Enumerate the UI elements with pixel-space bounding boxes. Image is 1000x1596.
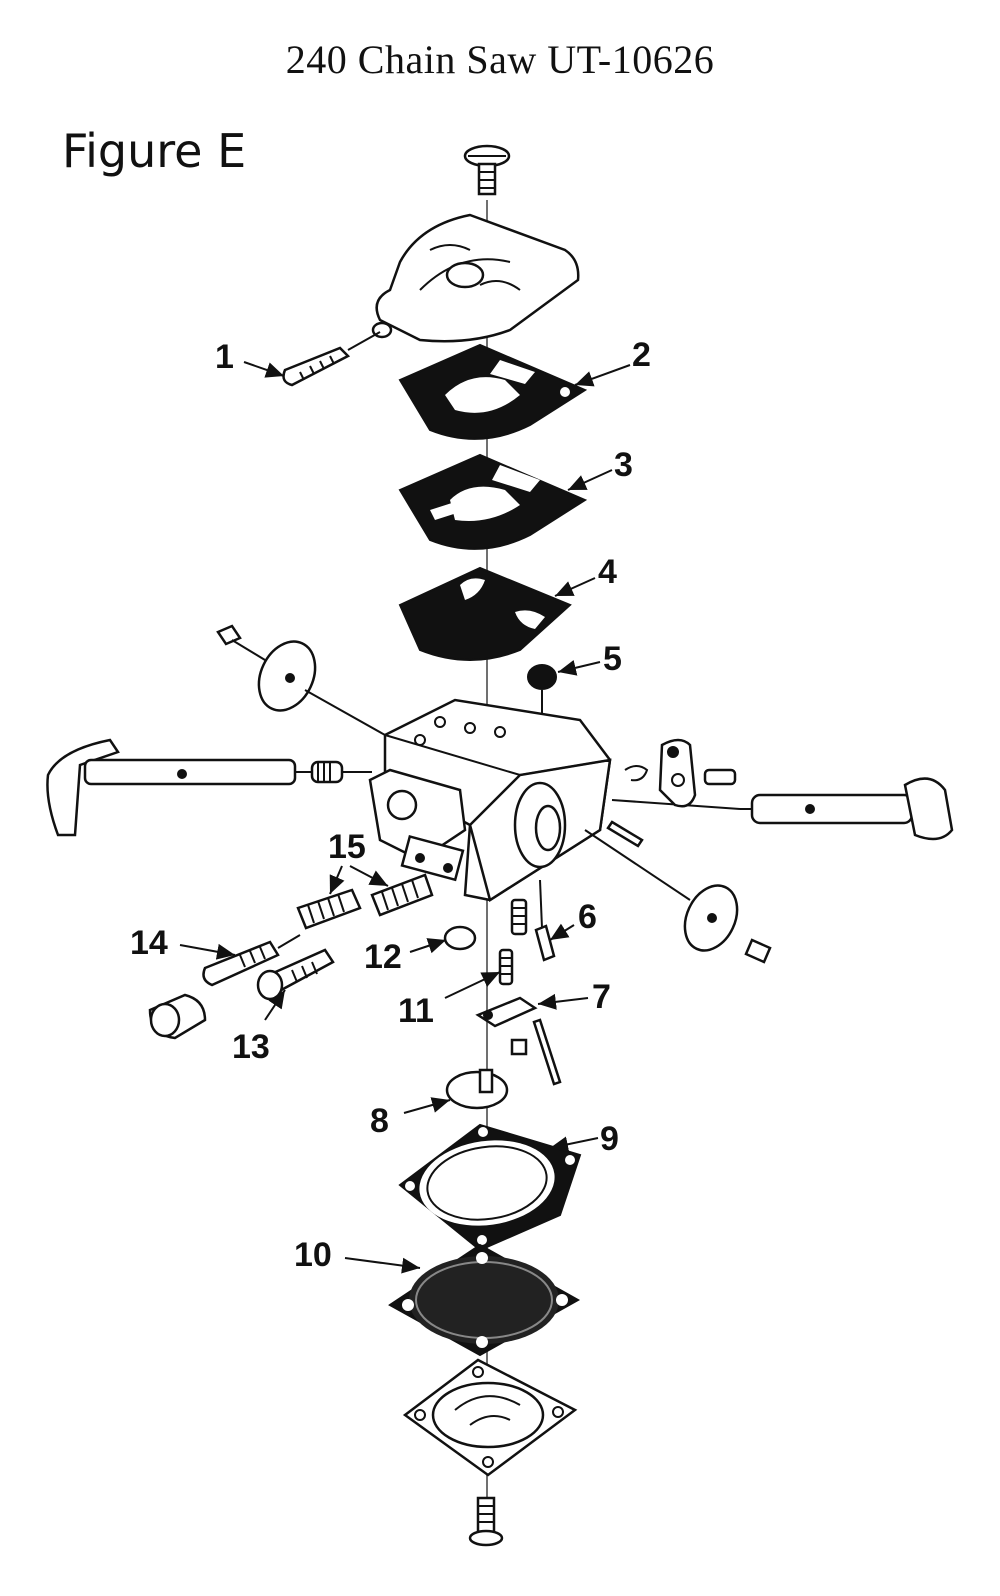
callout-15: 15 [328, 828, 366, 866]
throttle-lever [624, 738, 737, 808]
document-title: 240 Chain Saw UT-10626 [285, 37, 715, 82]
choke-shaft [46, 738, 372, 837]
leader-line-1 [243, 361, 285, 378]
callout-6: 6 [578, 898, 597, 936]
callout-2: 2 [632, 336, 651, 374]
part-12-welch-plug [443, 925, 477, 951]
leader-line-4 [554, 577, 596, 597]
part-15-springs [296, 873, 434, 930]
part-11-lever-spring [498, 898, 528, 986]
leader-line-15b [349, 865, 389, 887]
leader-line-3 [567, 469, 613, 491]
leader-line-10 [344, 1257, 421, 1274]
part-2-pump-gasket [398, 343, 588, 440]
part-13-adjusting-needle [256, 948, 335, 1001]
callout-7: 7 [592, 978, 611, 1016]
bottom-cover-screw [468, 1496, 504, 1547]
part-3-pump-diaphragm [398, 453, 588, 550]
leader-line-7 [537, 993, 589, 1010]
leader-line-14 [179, 943, 236, 960]
callout-14: 14 [130, 924, 168, 962]
callout-5: 5 [603, 640, 622, 678]
part-1-needle [282, 331, 381, 387]
part-14-adjusting-needle [202, 934, 301, 987]
leader-line-2 [574, 364, 631, 387]
figure-label: Figure E [62, 124, 247, 178]
callout-8: 8 [370, 1102, 389, 1140]
idle-screw [606, 820, 644, 848]
part-6-inlet-needle [534, 879, 556, 962]
callout-4: 4 [598, 553, 617, 591]
leader-line-6 [549, 923, 575, 941]
metering-cover [402, 1358, 578, 1477]
leader-line-9 [549, 1136, 599, 1153]
leader-line-11 [444, 971, 501, 999]
callout-11: 11 [398, 992, 434, 1030]
callout-10: 10 [294, 1236, 332, 1274]
part-4-valve-plate [398, 566, 572, 661]
callout-3: 3 [614, 446, 633, 484]
callout-1: 1 [215, 338, 234, 376]
callout-12: 12 [364, 938, 402, 976]
callout-13: 13 [232, 1028, 270, 1066]
limiter-cap [148, 993, 207, 1040]
throttle-shaft [611, 777, 954, 841]
carburetor-body [368, 698, 612, 902]
leader-line-15a [329, 865, 345, 895]
part-10-metering-diaphragm [388, 1243, 581, 1357]
throttle-valve-disc [216, 624, 386, 736]
part-7-metering-lever [475, 996, 562, 1086]
leader-line-12 [409, 938, 447, 954]
callout-9: 9 [600, 1120, 619, 1158]
part-9-metering-gasket [398, 1123, 582, 1252]
top-cover-screw [463, 144, 511, 196]
leader-line-13 [264, 989, 286, 1021]
throttle-disc-right [584, 829, 772, 964]
part-5-inlet-screen [527, 664, 557, 715]
leader-line-8 [403, 1097, 451, 1114]
part-8-metering-disc [445, 1068, 509, 1110]
pump-cover [371, 213, 580, 343]
leader-line-5 [557, 660, 601, 676]
